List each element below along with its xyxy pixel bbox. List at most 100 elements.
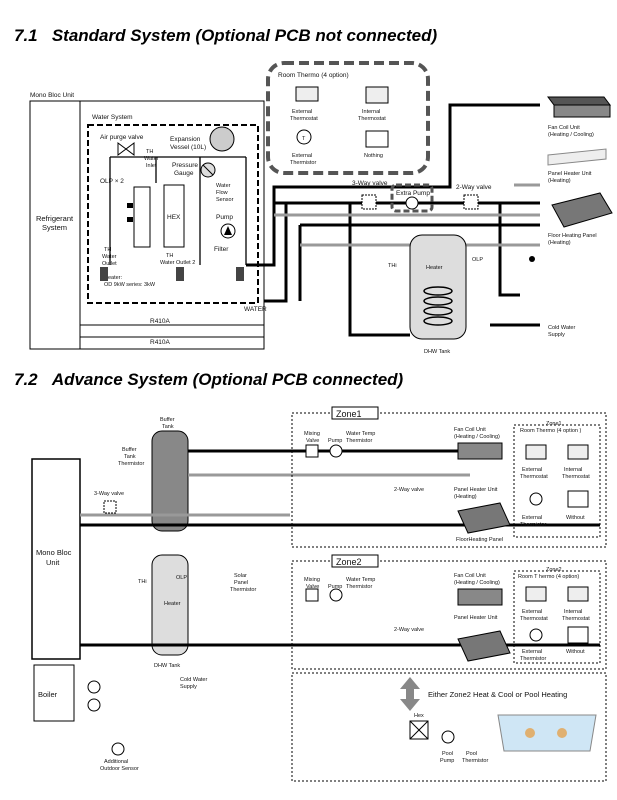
olp-sensor-icon (127, 217, 133, 222)
section-7-1-heading: 7.1 Standard System (Optional PCB not co… (14, 26, 437, 46)
heater-tank-label: Heater (426, 265, 443, 271)
int-thermostat-1: Internal (362, 109, 380, 115)
thi-label: THi (138, 579, 147, 585)
either-label: Either Zone2 Heat & Cool or Pool Heating (428, 690, 567, 699)
ext-thermistor-2: Thermistor (290, 160, 316, 166)
boiler-box (33, 664, 75, 722)
th-outlet1-a: TH (104, 247, 111, 253)
th-inlet-2: Water (144, 156, 159, 162)
zone2-fan-coil-icon (457, 588, 503, 606)
zone2-mixing-valve-icon (305, 588, 319, 602)
ext-thermostat-icon (525, 586, 547, 602)
mono-bloc-label-1: Mono Bloc (36, 548, 72, 557)
ext-thermistor-1: External (292, 153, 312, 159)
olp-sensor-icon (127, 203, 133, 208)
int-thermostat-2: Thermostat (358, 116, 386, 122)
swimmer-icon (557, 728, 567, 738)
pool-thermistor-1: Pool (466, 751, 477, 757)
ext-thermistor-1: External (522, 515, 542, 521)
ext-thermistor-2: Thermistor (520, 656, 546, 662)
water-temp-2: Thermistor (346, 438, 372, 444)
fan-coil-label-1: Fan Coil Unit (548, 125, 580, 131)
olp-label: OLP (176, 575, 187, 581)
fan-coil-unit-icon (547, 96, 611, 106)
pool-illustration-icon (497, 714, 597, 752)
zone2-tag (331, 554, 379, 568)
fan-coil-1: Fan Coil Unit (454, 573, 486, 579)
refrigerant-system-box (29, 100, 81, 350)
panel-heater-1: Panel Heater Unit (454, 615, 498, 621)
refrigerant-label-2: System (42, 223, 67, 232)
main-piping (80, 449, 600, 647)
heater-element-icon (133, 186, 151, 248)
th-outlet1-b: Water (102, 254, 117, 260)
thi-label: THi (388, 263, 397, 269)
buffer-thermistor-3: Thermistor (118, 461, 144, 467)
three-way-valve-icon (361, 194, 377, 210)
three-way-valve-icon (103, 500, 117, 514)
room-thermo-box (266, 61, 430, 175)
without-label: Without (566, 649, 585, 655)
int-thermostat-2: Thermostat (562, 474, 590, 480)
pool-pump-1: Pool (442, 751, 453, 757)
dhw-tank-icon (151, 554, 189, 656)
water-system-box (87, 124, 259, 304)
floor-heating-label-1: Floor Heating Panel (548, 233, 597, 239)
ext-thermostat-1: External (292, 109, 312, 115)
fan-coil-2: (Heating / Cooling) (454, 434, 500, 440)
mono-bloc-label: Mono Bloc Unit (30, 92, 74, 99)
two-way-label: 2-Way valve (456, 184, 492, 191)
water-label: WATER (244, 306, 267, 313)
two-way-valve-icon (463, 194, 479, 210)
panel-heater-icon (547, 148, 607, 166)
buffer-thermistor-2: Tank (124, 454, 136, 460)
pressure-label-2: Gauge (174, 170, 194, 177)
expansion-label-2: Vessel (10L) (170, 144, 206, 151)
section-7-2-heading: 7.2 Advance System (Optional PCB connect… (14, 370, 403, 390)
solar-label-1: Solar (234, 573, 247, 579)
pump-label: Pump (328, 438, 342, 444)
pump-label: Pump (328, 584, 342, 590)
floor-heating-panel-icon (551, 192, 613, 228)
cold-water-label-1: Cold Water (180, 677, 207, 683)
air-purge-label: Air purge valve (100, 134, 144, 141)
int-thermostat-2: Thermostat (562, 616, 590, 622)
room-thermo-label: Room Thermo (4 option) (278, 72, 349, 79)
connector-block (176, 267, 184, 281)
zone2-pump-icon (329, 588, 343, 602)
floor-heating-label-2: (Heating) (548, 240, 571, 246)
panel-heater-label-1: Panel Heater Unit (548, 171, 592, 177)
panel-heater-1: Panel Heater Unit (454, 487, 498, 493)
section-number: 7.1 (14, 26, 38, 45)
pump-arrow-icon (224, 226, 232, 235)
three-way-label: 3-Way valve (352, 180, 388, 187)
outdoor-sensor-icon (111, 742, 125, 756)
ext-thermistor-1: External (522, 649, 542, 655)
thermistor-icon (529, 492, 543, 506)
extra-pump-icon (405, 196, 419, 210)
water-flow-3: Sensor (216, 197, 234, 203)
boiler-pump-icon (87, 680, 101, 694)
zone1-box (291, 412, 607, 548)
zone1-label: Zone1 (336, 409, 362, 419)
coil-icon (423, 286, 453, 326)
zone2-thermo-box (513, 570, 601, 664)
ext-thermostat-2: Thermostat (520, 474, 548, 480)
outdoor-label-2: Outdoor Sensor (100, 766, 139, 772)
zone1-thermo-box (513, 424, 601, 538)
swimmer-icon (525, 728, 535, 738)
two-way-label: 2-Way valve (394, 627, 424, 633)
heater-label: Heater (164, 601, 181, 607)
hex-label: HEX (167, 214, 181, 221)
water-flow-1: Water (216, 183, 231, 189)
ext-thermostat-2: Thermostat (520, 616, 548, 622)
floor-heating: FloorHeating Panel (456, 537, 503, 543)
either-arrow-icon (400, 677, 420, 711)
advance-system-diagram: Buffer Tank Buffer Tank Thermistor Mono … (31, 406, 607, 782)
internal-piping (109, 156, 247, 265)
pool-pump-icon (441, 730, 455, 744)
thermistor-icon (296, 129, 312, 145)
zone2-thermo-2: Room T hermo (4 option) (518, 574, 579, 580)
solar-label-2: Panel (234, 580, 248, 586)
heater-label-1: Heater: (104, 275, 123, 281)
